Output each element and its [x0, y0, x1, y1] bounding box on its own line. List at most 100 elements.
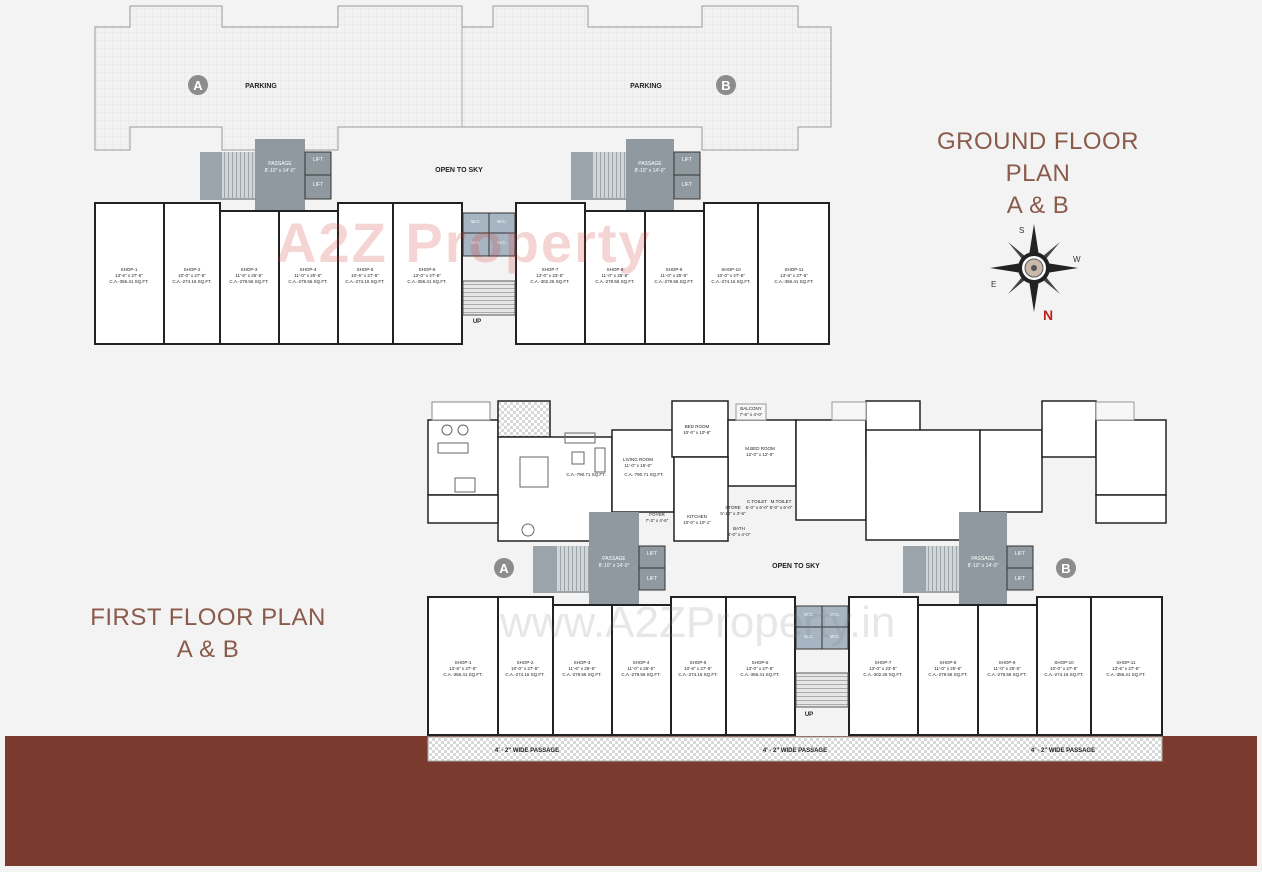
first-title-line2: A & B [176, 636, 240, 663]
g-shop-10-dim: 10'-0" x 27'-5" [717, 273, 745, 278]
g-shop-7-area: C.A.-302.25 SQ.FT. [530, 279, 569, 284]
f-shop-8-area: C.A.-279.56 SQ.FT. [928, 672, 967, 677]
stair-a-first [556, 546, 589, 591]
g-shop-5-name: SHOP-5 [357, 267, 374, 272]
marker-a-ground: A [188, 75, 208, 95]
stair-ground-center [462, 280, 516, 316]
lift-label-af2: LIFT [647, 576, 657, 582]
bed-room-label: BED ROOM [685, 424, 710, 429]
marker-b-first-text: B [1061, 561, 1070, 576]
f-shop-1-name: SHOP-1 [455, 660, 472, 665]
g-shop-2-name: SHOP-2 [184, 267, 201, 272]
g-shop-7-dim: 13'-0" x 23'-5" [536, 273, 564, 278]
lift-label-bf1: LIFT [1015, 551, 1025, 557]
g-shop-8-name: SHOP-8 [607, 267, 624, 272]
compass-icon [990, 224, 1078, 312]
wc-label-f2: W.C. [830, 612, 840, 617]
g-shop-4-name: SHOP-4 [300, 267, 317, 272]
living-area-label: C.A.-790.71 SQ.FT. [624, 472, 663, 477]
furniture [437, 424, 606, 537]
up-label-ground: UP [473, 319, 481, 325]
wc-label-f1: W.C. [804, 612, 814, 617]
passage-label-b-first: PASSAGE [971, 556, 995, 562]
f-shop-6-name: SHOP-6 [752, 660, 769, 665]
marker-b-first: B [1056, 558, 1076, 578]
g-shop-7-name: SHOP-7 [542, 267, 559, 272]
ground-shops [94, 202, 830, 345]
g-shop-6-name: SHOP-6 [419, 267, 436, 272]
f-shop-11-area: C.A.-356.41 SQ.FT. [1106, 672, 1145, 677]
g-shop-3-dim: 11'-6" x 25'-5" [235, 273, 263, 278]
passage-a-first [589, 512, 639, 604]
balcony-right [831, 401, 867, 421]
g-shop-9-area: C.A.-279.56 SQ.FT. [654, 279, 693, 284]
g-shop-5-dim: 10'-6" x 27'-5" [351, 273, 379, 278]
compass-s: S [1019, 226, 1024, 235]
wide-passage-label-3: 4' - 2" WIDE PASSAGE [1031, 748, 1095, 754]
left-area-label: C.A.-790.71 SQ.FT. [566, 472, 605, 477]
balcony-center [735, 403, 767, 421]
f-shop-3-area: C.A.-279.56 SQ.FT. [562, 672, 601, 677]
ground-title-line2: A & B [1006, 192, 1070, 219]
f-shop-1-area: C.A.-356.41 SQ.FT. [443, 672, 482, 677]
watermark-brand: A2Z Property [276, 211, 652, 274]
balcony-dim: 7'-6" x 4'-0" [740, 412, 763, 417]
g-shop-11-dim: 13'-6" x 27'-5" [780, 273, 808, 278]
compass-w: W [1073, 255, 1081, 264]
passage-b [626, 139, 674, 211]
marker-b-ground-text: B [721, 78, 730, 93]
g-shop-11-name: SHOP-11 [785, 267, 804, 272]
passage-b-first [959, 512, 1007, 604]
up-label-first: UP [805, 712, 813, 718]
ground-title-line1: GROUND FLOOR PLAN [936, 128, 1139, 187]
wc-label-g4: W.C. [497, 240, 507, 245]
f-shop-1-dim: 13'-6" x 27'-5" [449, 666, 477, 671]
parking-area [94, 5, 832, 151]
marker-a-first: A [494, 558, 514, 578]
passage-dim-a: 8'-10" x 14'-0" [265, 168, 296, 174]
open-to-sky-first: OPEN TO SKY [772, 563, 820, 570]
g-shop-10-name: SHOP-10 [721, 267, 741, 272]
passage-dim-a-first: 8'-10" x 14'-0" [599, 563, 630, 569]
stair-a [222, 152, 255, 198]
g-shop-1-area: C.A.-356.41 SQ.FT. [109, 279, 148, 284]
g-shop-6-dim: 13'-0" x 27'-5" [413, 273, 441, 278]
f-shop-6-dim: 13'-0" x 27'-5" [746, 666, 774, 671]
living-room-label: LIVING ROOM [623, 457, 653, 462]
f-shop-9-dim: 11'-0" x 25'-5" [993, 666, 1021, 671]
lift-label-a2: LIFT [313, 182, 323, 188]
f-shop-10-name: SHOP-10 [1054, 660, 1074, 665]
g-shop-9-dim: 11'-0" x 25'-5" [660, 273, 688, 278]
f-shop-4-name: SHOP-4 [633, 660, 650, 665]
f-shop-8-dim: 11'-0" x 25'-5" [934, 666, 962, 671]
f-shop-5-area: C.A.-274.16 SQ.FT. [678, 672, 717, 677]
f-shop-8-name: SHOP-8 [940, 660, 957, 665]
lift-label-b2: LIFT [682, 182, 692, 188]
balcony-right-2 [1095, 401, 1135, 421]
lift-label-a1: LIFT [313, 157, 323, 163]
wide-passage-label-2: 4' - 2" WIDE PASSAGE [763, 748, 827, 754]
g-shop-4-area: C.A.-279.56 SQ.FT. [288, 279, 327, 284]
parking-label-a: PARKING [245, 83, 277, 90]
f-shop-2-dim: 10'-0" x 27'-5" [511, 666, 539, 671]
f-shop-5-dim: 10'-6" x 27'-5" [684, 666, 712, 671]
first-floor-flats [427, 400, 1167, 542]
master-room-label: M.BED ROOM [745, 446, 775, 451]
f-shop-2-name: SHOP-2 [517, 660, 534, 665]
m-toilet-label: M.TOILET [771, 499, 792, 504]
m-toilet-dim: 5'-0" x 6'-0" [770, 505, 793, 510]
toilet-dim: 5'-0" x 6'-0" [746, 505, 769, 510]
f-shop-9-area: C.A.-279.56 SQ.FT. [987, 672, 1026, 677]
wc-label-g3: W.C. [471, 240, 481, 245]
f-shop-2-area: C.A.-274.16 SQ.FT. [505, 672, 544, 677]
f-shop-11-dim: 13'-6" x 27'-5" [1112, 666, 1140, 671]
stair-b [592, 152, 626, 198]
bath-label: BATH [733, 526, 745, 531]
store-label: STORE [725, 505, 740, 510]
passage-label-a-first: PASSAGE [602, 556, 626, 562]
g-shop-8-dim: 11'-0" x 25'-5" [601, 273, 629, 278]
passage-a [255, 139, 305, 211]
bath-dim: 4'-0" x 4'-0" [728, 532, 751, 537]
lift-label-bf2: LIFT [1015, 576, 1025, 582]
